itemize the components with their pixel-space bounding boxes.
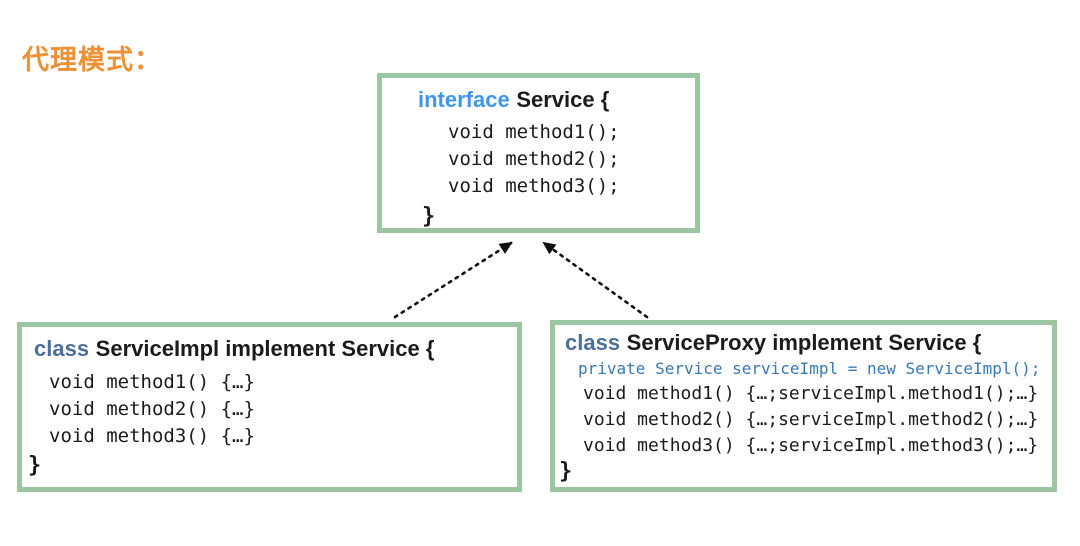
serviceproxy-method-line: void method2() {…;serviceImpl.method2();… (583, 409, 1039, 430)
implements-arrow-right (542, 241, 649, 319)
serviceproxy-name: ServiceProxy implement Service { (626, 330, 982, 355)
interface-method-line: void method1(); (448, 121, 620, 143)
interface-method-line: void method3(); (448, 175, 620, 197)
serviceimpl-name: ServiceImpl implement Service { (95, 336, 435, 361)
class-keyword: class (565, 330, 621, 355)
serviceimpl-closing-brace: } (28, 453, 42, 478)
interface-method-line: void method2(); (448, 148, 620, 170)
interface-closing-brace: } (422, 204, 436, 229)
diagram-title: 代理模式： (22, 45, 162, 75)
implements-arrow-left (393, 241, 513, 319)
interface-keyword: interface (418, 87, 510, 112)
interface-name: Service { (516, 87, 610, 112)
serviceproxy-field-line: private Service serviceImpl = new Servic… (578, 359, 1041, 378)
class-keyword: class (34, 336, 90, 361)
serviceproxy-method-line: void method1() {…;serviceImpl.method1();… (583, 383, 1039, 404)
serviceimpl-method-line: void method1() {…} (49, 371, 255, 393)
serviceproxy-method-line: void method3() {…;serviceImpl.method3();… (583, 435, 1039, 456)
serviceimpl-method-line: void method2() {…} (49, 398, 255, 420)
serviceproxy-closing-brace: } (559, 459, 573, 484)
serviceimpl-method-line: void method3() {…} (49, 425, 255, 447)
